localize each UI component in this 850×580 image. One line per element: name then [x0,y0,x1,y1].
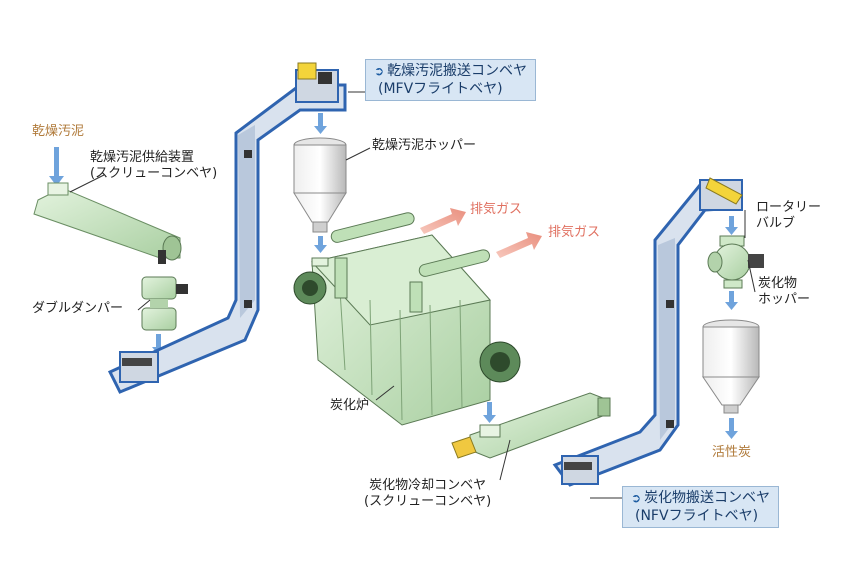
mfv-flight-conveyor [107,62,347,394]
carbonization-furnace [293,212,521,426]
cooling-conveyor-label: 炭化物冷却コンベヤ (スクリューコンベヤ) [364,478,491,510]
feeder-label-line1: 乾燥汚泥供給装置 [90,150,195,165]
char-hopper-label-line2: ホッパー [758,292,811,307]
cooling-label-line2: (スクリューコンベヤ) [364,494,492,509]
double-damper [141,276,188,355]
callout-bullet-icon: ➲ [631,491,642,505]
inlet-flow-arrow [49,147,64,186]
cooling-screw-conveyor [451,392,611,459]
char-hopper-label: 炭化物 ホッパー [758,276,810,308]
mfv-callout-line1: 乾燥汚泥搬送コンベヤ [387,63,528,79]
hopper-inlet-arrow [314,113,327,134]
feeder-label: 乾燥汚泥供給装置 (スクリューコンベヤ) [90,150,217,182]
nfv-callout-line2: (NFVフライトベヤ) [635,508,759,524]
rotary-valve-inlet-arrow [725,216,738,235]
exhaust-gas-arrow-2 [496,232,542,258]
dried-sludge-hopper-label: 乾燥汚泥ホッパー [372,138,477,153]
exhaust-gas-arrow-1 [420,208,466,234]
dried-sludge-input-label: 乾燥汚泥 [32,124,85,139]
rotary-valve-label-line2: バルブ [756,216,796,231]
nfv-conveyor-callout: ➲炭化物搬送コンベヤ (NFVフライトベヤ) [622,486,780,528]
double-damper-label: ダブルダンパー [32,301,124,316]
exhaust-gas-label-2: 排気ガス [548,225,601,240]
exhaust-gas-label-1: 排気ガス [470,202,523,217]
furnace-outlet-arrow [483,402,496,423]
cooling-label-line1: 炭化物冷却コンベヤ [369,478,487,493]
nfv-callout-line1: 炭化物搬送コンベヤ [644,490,771,506]
feeder-screw-conveyor [33,182,182,264]
activated-carbon-output-label: 活性炭 [712,445,752,460]
dried-sludge-hopper [293,137,347,253]
char-hopper-label-line1: 炭化物 [758,276,798,291]
char-hopper [702,319,760,439]
rotary-valve [707,235,764,310]
rotary-valve-label: ロータリー バルブ [756,200,821,232]
mfv-conveyor-callout: ➲乾燥汚泥搬送コンベヤ (MFVフライトベヤ) [365,59,537,101]
nfv-flight-conveyor [552,177,743,487]
carbonization-furnace-label: 炭化炉 [330,398,370,413]
feeder-label-line2: (スクリューコンベヤ) [90,166,218,181]
mfv-callout-line2: (MFVフライトベヤ) [378,81,503,97]
callout-bullet-icon: ➲ [374,64,385,78]
rotary-valve-label-line1: ロータリー [756,200,822,215]
